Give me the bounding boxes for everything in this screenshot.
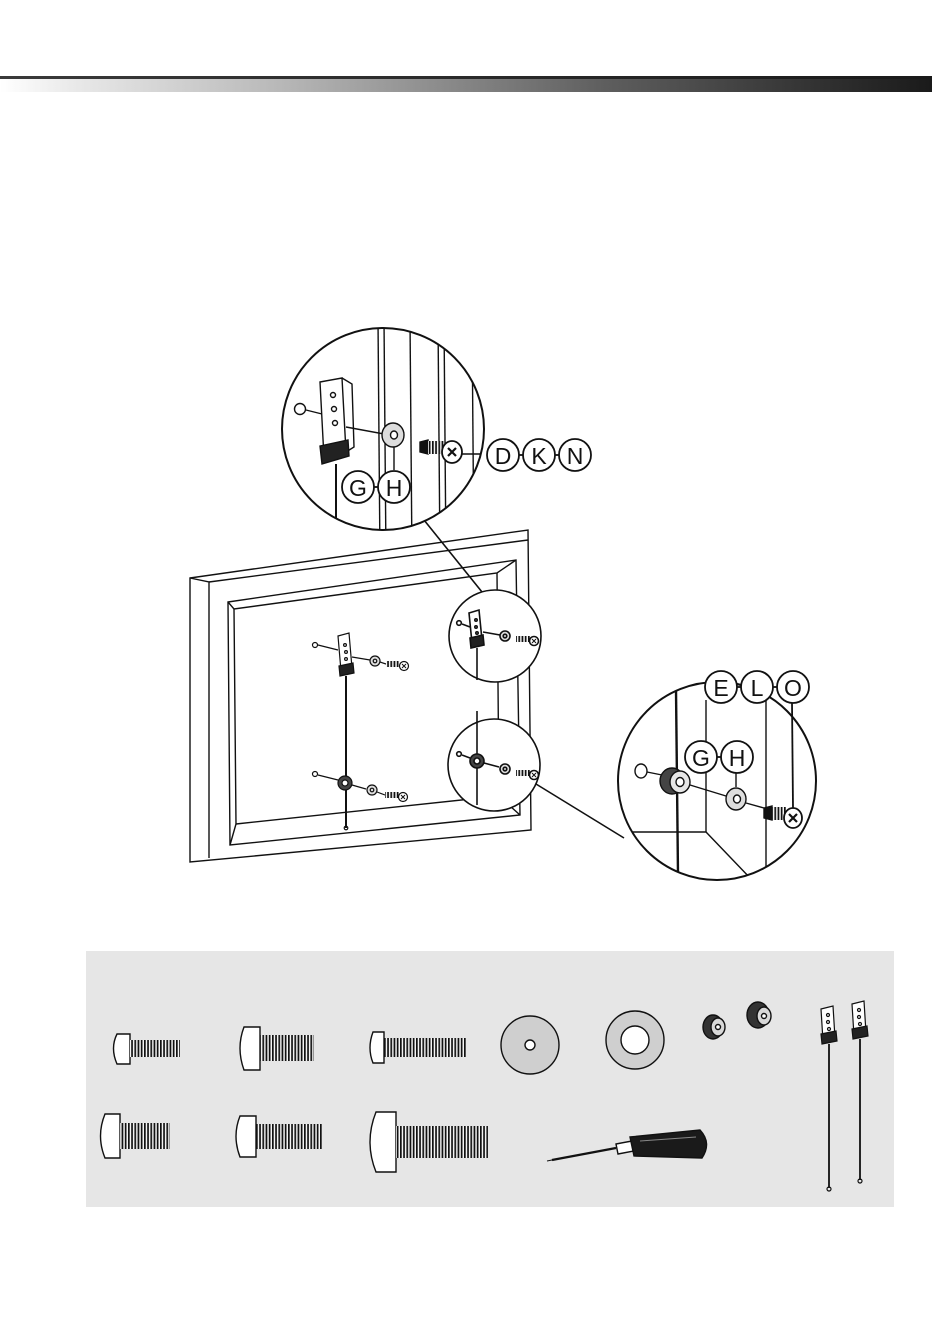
detail-circle-top	[282, 320, 487, 560]
callout-G-top: G	[349, 475, 367, 501]
screw-icon	[114, 1034, 181, 1064]
spacer-icon	[703, 1015, 725, 1039]
callout-E: E	[713, 675, 728, 701]
spacer-icon	[747, 1002, 771, 1028]
washer-icon	[501, 1016, 559, 1074]
callout-H-top: H	[386, 475, 403, 501]
callout-L: L	[751, 675, 764, 701]
screwdriver-icon	[547, 1130, 707, 1161]
screw-icon	[370, 1032, 466, 1063]
bracket-icon	[852, 1001, 868, 1183]
connector-line-bottom	[536, 784, 624, 838]
callout-O: O	[784, 675, 802, 701]
screw-icon	[240, 1027, 314, 1070]
screw-icon	[370, 1112, 488, 1172]
callout-H-bottom: H	[729, 745, 746, 771]
callouts-top-hardware: D K N	[487, 439, 591, 471]
callout-D: D	[495, 443, 512, 469]
bracket-icon	[821, 1006, 837, 1191]
screw-icon	[101, 1114, 171, 1158]
callout-K: K	[531, 443, 547, 469]
screw-icon	[236, 1116, 322, 1157]
tv-back	[190, 530, 531, 862]
callout-N: N	[567, 443, 584, 469]
detail-circle-bottom	[612, 682, 816, 900]
small-detail-circle-top	[449, 590, 541, 682]
callout-G-bottom: G	[692, 745, 710, 771]
washer-icon	[606, 1011, 664, 1069]
